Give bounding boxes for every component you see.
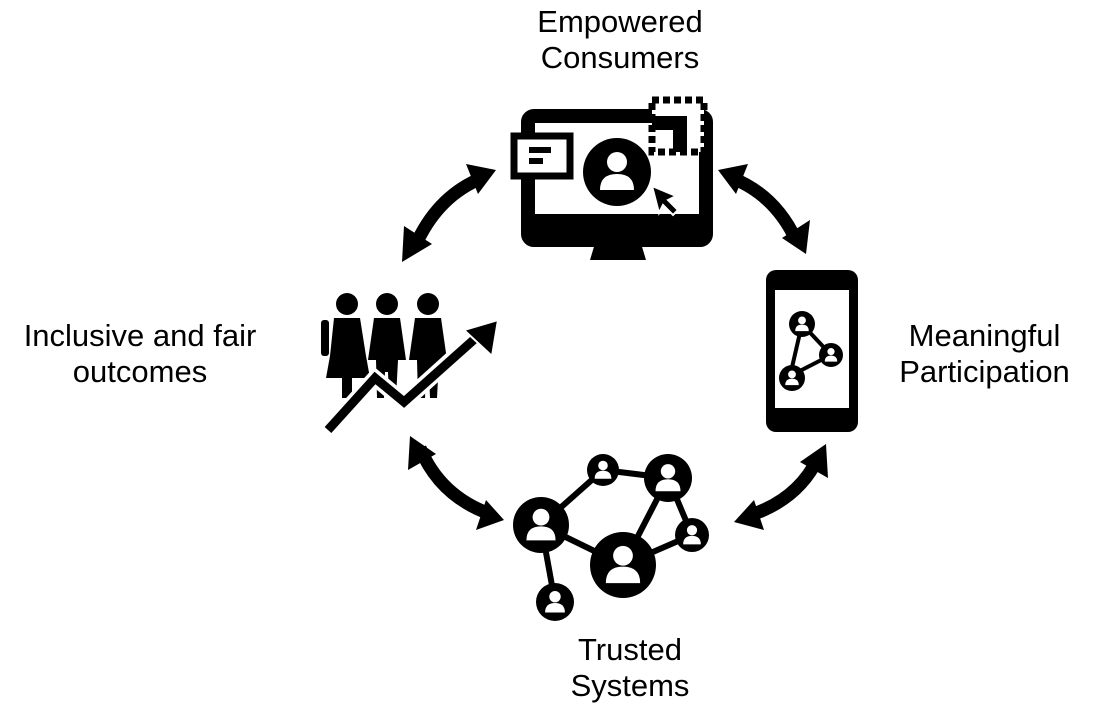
label-trusted-systems: Trusted Systems: [530, 632, 730, 704]
label-empowered-consumers: Empowered Consumers: [470, 4, 770, 76]
computer-monitor-user-icon: [510, 96, 713, 260]
label-line: outcomes: [72, 354, 208, 389]
double-arrow-icon: [718, 164, 810, 254]
label-meaningful-participation: Meaningful Participation: [870, 318, 1099, 390]
smartphone-network-icon: [766, 270, 858, 432]
label-line: Inclusive and fair: [23, 318, 257, 353]
double-arrow-icon: [408, 436, 504, 530]
people-network-icon: [513, 454, 709, 621]
label-line: Systems: [570, 668, 690, 703]
people-growth-arrow-icon: [321, 293, 500, 436]
double-arrow-icon: [734, 444, 828, 530]
label-line: Trusted: [578, 632, 682, 667]
label-inclusive-fair-outcomes: Inclusive and fair outcomes: [0, 318, 280, 390]
label-line: Empowered: [537, 4, 703, 39]
label-line: Participation: [899, 354, 1070, 389]
label-line: Meaningful: [908, 318, 1061, 353]
label-line: Consumers: [540, 40, 700, 75]
cycle-arrows: [402, 164, 828, 530]
double-arrow-icon: [402, 164, 496, 262]
